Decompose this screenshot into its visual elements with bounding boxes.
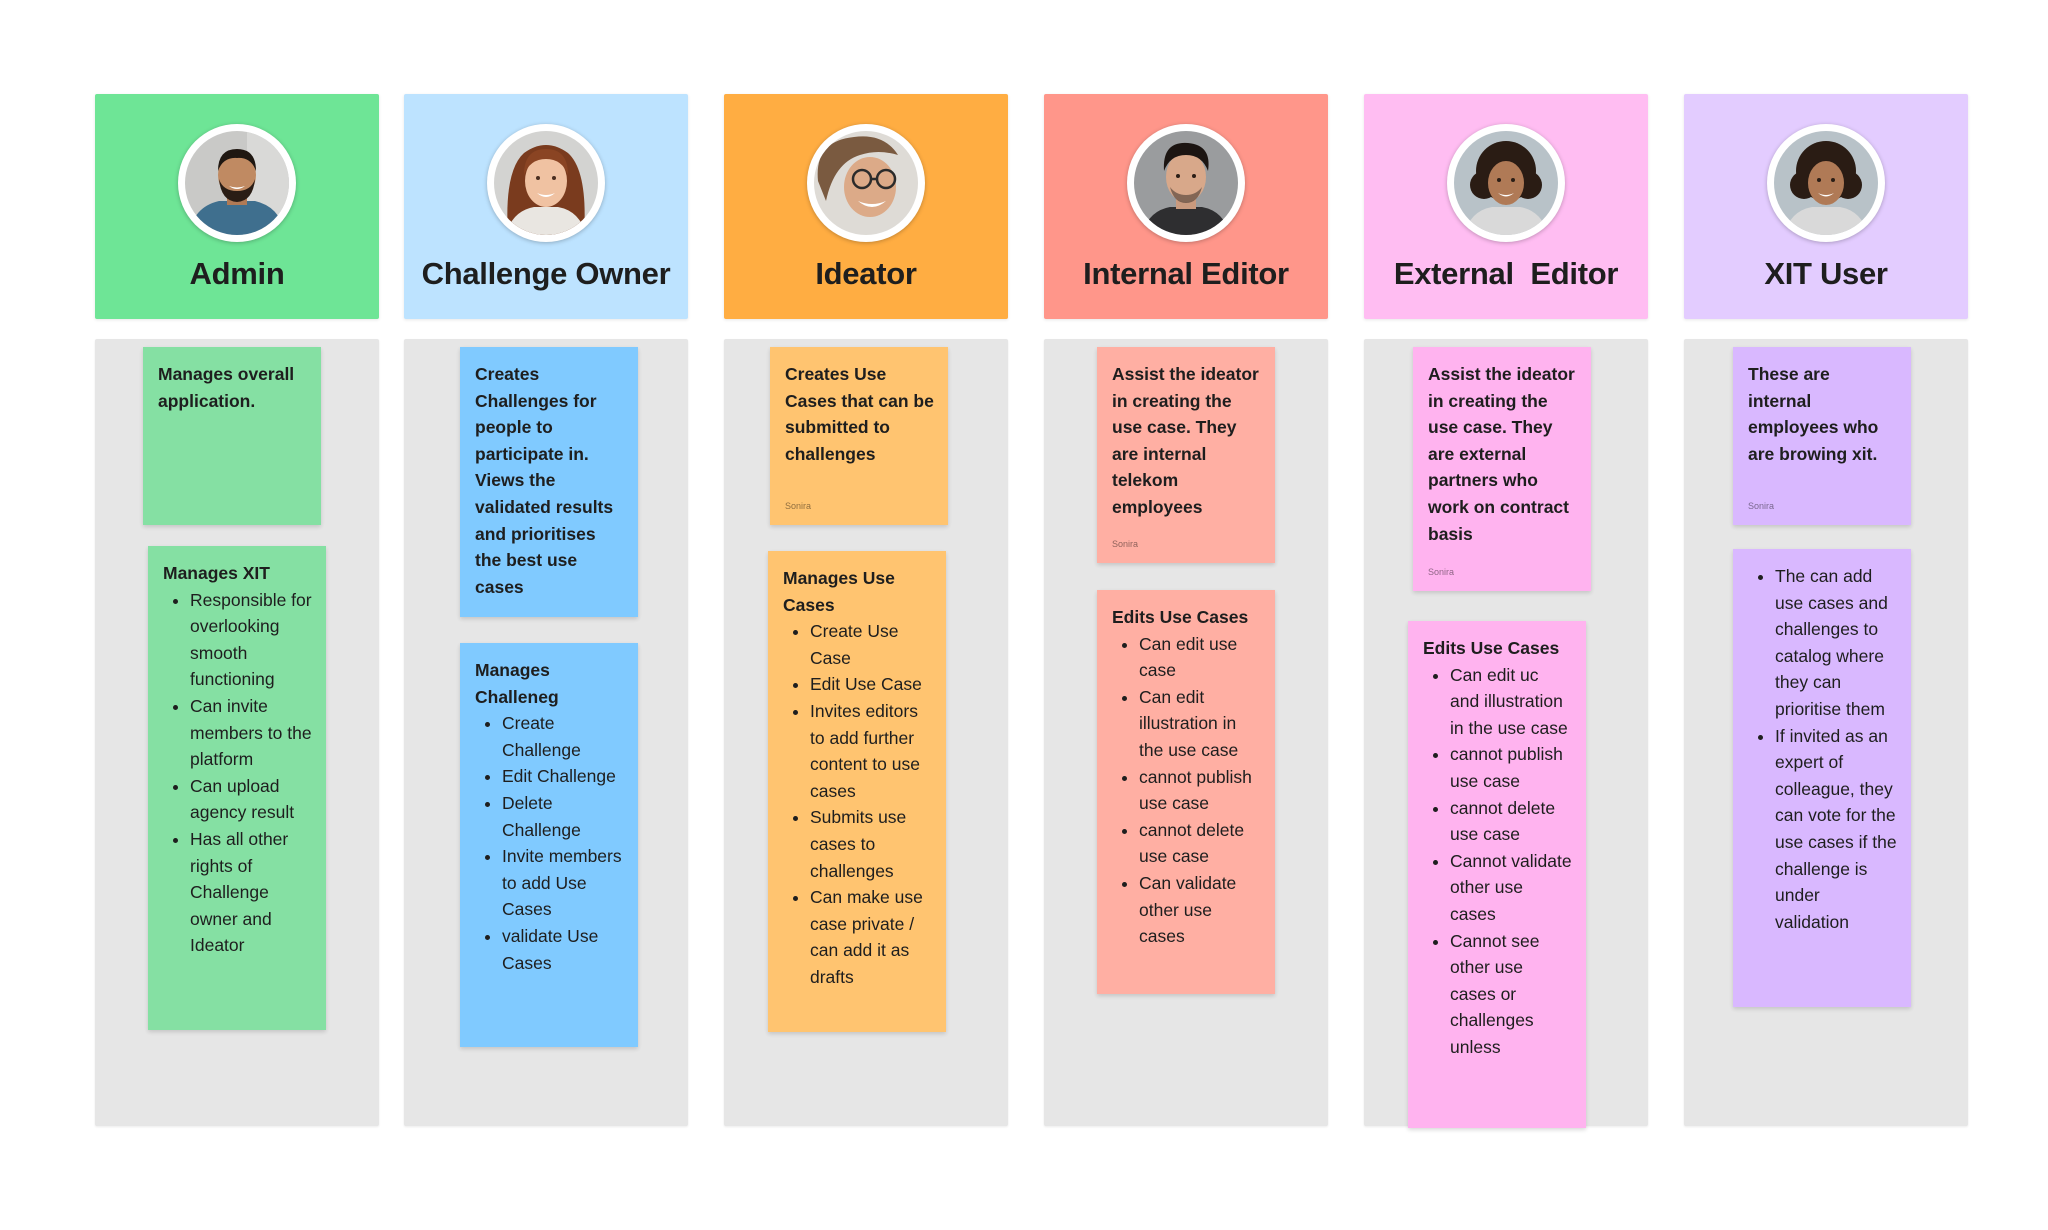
list-item: Delete Challenge xyxy=(502,790,624,843)
list-item: Can edit use case xyxy=(1139,631,1261,684)
note-title: Manages Challeneg xyxy=(475,660,559,707)
woman-redhead-portrait-icon xyxy=(494,131,598,235)
list-item: Can edit illustration in the use case xyxy=(1139,684,1261,764)
woman-glasses-portrait-icon xyxy=(814,131,918,235)
persona-header-internal-editor[interactable]: Internal Editor xyxy=(1044,94,1328,319)
note-list: The can add use cases and challenges to … xyxy=(1748,563,1897,935)
list-item: Submits use cases to challenges xyxy=(810,804,932,884)
list-item: Has all other rights of Challenge owner … xyxy=(190,826,312,959)
note-title: Edits Use Cases xyxy=(1423,638,1560,658)
list-item: Can invite members to the platform xyxy=(190,693,312,773)
persona-header-external-editor[interactable]: External Editor xyxy=(1364,94,1648,319)
list-item: cannot publish use case xyxy=(1450,741,1572,794)
persona-title: Internal Editor xyxy=(1083,256,1289,291)
sticky-note[interactable]: Edits Use Cases Can edit uc and illustra… xyxy=(1408,621,1586,1128)
list-item: Edit Challenge xyxy=(502,763,624,790)
avatar xyxy=(487,124,605,242)
list-item: Create Use Case xyxy=(810,618,932,671)
sticky-note[interactable]: These are internal employees who are bro… xyxy=(1733,347,1911,525)
list-item: validate Use Cases xyxy=(502,923,624,976)
sticky-note[interactable]: Edits Use Cases Can edit use case Can ed… xyxy=(1097,590,1275,994)
list-item: Can edit uc and illustration in the use … xyxy=(1450,662,1572,742)
avatar xyxy=(1767,124,1885,242)
sticky-note[interactable]: Creates Use Cases that can be submitted … xyxy=(770,347,948,525)
avatar xyxy=(1447,124,1565,242)
note-author: Sonira xyxy=(1112,539,1139,549)
persona-title: XIT User xyxy=(1764,256,1888,291)
list-item: Cannot see other use cases or challenges… xyxy=(1450,928,1572,1061)
man-dark-hair-portrait-icon xyxy=(1134,131,1238,235)
sticky-note[interactable]: Manages overall application. xyxy=(143,347,321,525)
list-item: Can validate other use cases xyxy=(1139,870,1261,950)
note-title: Manages XIT xyxy=(163,563,270,583)
list-item: cannot publish use case xyxy=(1139,764,1261,817)
persona-title: Ideator xyxy=(815,256,917,291)
man-beard-portrait-icon xyxy=(185,131,289,235)
list-item: cannot delete use case xyxy=(1450,795,1572,848)
persona-header-challenge-owner[interactable]: Challenge Owner xyxy=(404,94,688,319)
list-item: Edit Use Case xyxy=(810,671,932,698)
note-list: Create Challenge Edit Challenge Delete C… xyxy=(475,710,624,976)
note-list: Can edit use case Can edit illustration … xyxy=(1112,631,1261,950)
avatar xyxy=(178,124,296,242)
woman-curly-hair-portrait-icon xyxy=(1774,131,1878,235)
list-item: Invite members to add Use Cases xyxy=(502,843,624,923)
note-text: These are internal employees who are bro… xyxy=(1748,364,1879,464)
note-text: Creates Use Cases that can be submitted … xyxy=(785,364,934,464)
list-item: Can upload agency result xyxy=(190,773,312,826)
sticky-note[interactable]: Assist the ideator in creating the use c… xyxy=(1097,347,1275,563)
note-text: Assist the ideator in creating the use c… xyxy=(1428,364,1575,544)
note-text: Creates Challenges for people to partici… xyxy=(475,364,614,597)
woman-curly-hair-portrait-icon xyxy=(1454,131,1558,235)
note-author: Sonira xyxy=(785,501,812,511)
persona-title: Admin xyxy=(189,256,285,291)
sticky-note[interactable]: Manages Challeneg Create Challenge Edit … xyxy=(460,643,638,1047)
list-item: Invites editors to add further content t… xyxy=(810,698,932,804)
avatar xyxy=(807,124,925,242)
list-item: Create Challenge xyxy=(502,710,624,763)
list-item: The can add use cases and challenges to … xyxy=(1775,563,1897,723)
persona-title: Challenge Owner xyxy=(421,256,671,291)
persona-header-admin[interactable]: Admin xyxy=(95,94,379,319)
note-title: Edits Use Cases xyxy=(1112,607,1249,627)
avatar xyxy=(1127,124,1245,242)
list-item: Can make use case private / can add it a… xyxy=(810,884,932,990)
note-list: Can edit uc and illustration in the use … xyxy=(1423,662,1572,1061)
list-item: Responsible for overlooking smooth funct… xyxy=(190,587,312,693)
list-item: Cannot validate other use cases xyxy=(1450,848,1572,928)
note-author: Sonira xyxy=(1748,501,1775,511)
sticky-note[interactable]: The can add use cases and challenges to … xyxy=(1733,549,1911,1007)
note-text: Manages overall application. xyxy=(158,364,295,411)
persona-header-ideator[interactable]: Ideator xyxy=(724,94,1008,319)
sticky-note[interactable]: Assist the ideator in creating the use c… xyxy=(1413,347,1591,591)
note-text: Assist the ideator in creating the use c… xyxy=(1112,364,1259,517)
note-list: Responsible for overlooking smooth funct… xyxy=(163,587,312,959)
note-list: Create Use Case Edit Use Case Invites ed… xyxy=(783,618,932,990)
note-title: Manages Use Cases xyxy=(783,568,895,615)
sticky-note[interactable]: Manages XIT Responsible for overlooking … xyxy=(148,546,326,1030)
persona-header-xit-user[interactable]: XIT User xyxy=(1684,94,1968,319)
persona-title: External Editor xyxy=(1393,256,1619,291)
list-item: If invited as an expert of colleague, th… xyxy=(1775,723,1897,936)
list-item: cannot delete use case xyxy=(1139,817,1261,870)
sticky-note[interactable]: Manages Use Cases Create Use Case Edit U… xyxy=(768,551,946,1032)
note-author: Sonira xyxy=(1428,567,1455,577)
sticky-note[interactable]: Creates Challenges for people to partici… xyxy=(460,347,638,617)
